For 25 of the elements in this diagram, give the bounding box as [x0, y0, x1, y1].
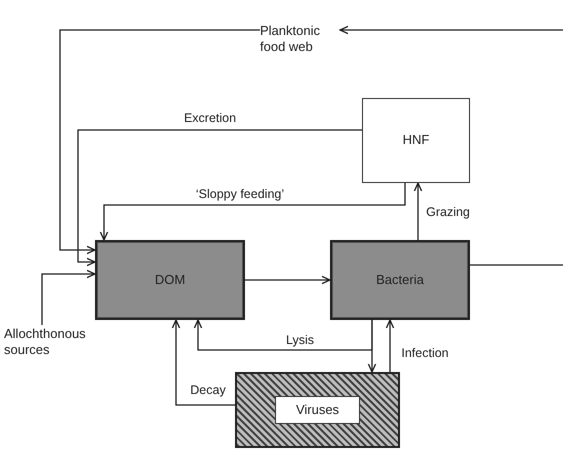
arrow: [339, 26, 563, 34]
arrow: [194, 319, 373, 351]
process-box: [362, 98, 470, 183]
arrow: [386, 319, 394, 372]
arrow: [100, 183, 406, 241]
box-label: Viruses: [274, 396, 360, 424]
edge-label: Grazing: [424, 205, 472, 219]
arrow: [41, 270, 96, 325]
arrow: [245, 276, 331, 284]
arrow: [77, 129, 362, 266]
edge-label: Decay: [188, 383, 228, 397]
node-label: Planktonic food web: [260, 22, 321, 56]
process-box: [330, 240, 470, 320]
arrow: [172, 319, 235, 406]
box-label: HNF: [402, 132, 430, 149]
edge-label: Lysis: [284, 333, 316, 347]
box-label: DOM: [154, 272, 186, 288]
arrow: [368, 320, 376, 373]
process-box: [95, 240, 245, 320]
arrow: [414, 182, 422, 240]
box-label: Bacteria: [376, 272, 424, 288]
node-label: Allochthonous sources: [4, 326, 87, 358]
hatched-box: [235, 372, 400, 448]
edge-label: ‘Sloppy feeding’: [194, 187, 286, 201]
arrow: [59, 29, 260, 254]
